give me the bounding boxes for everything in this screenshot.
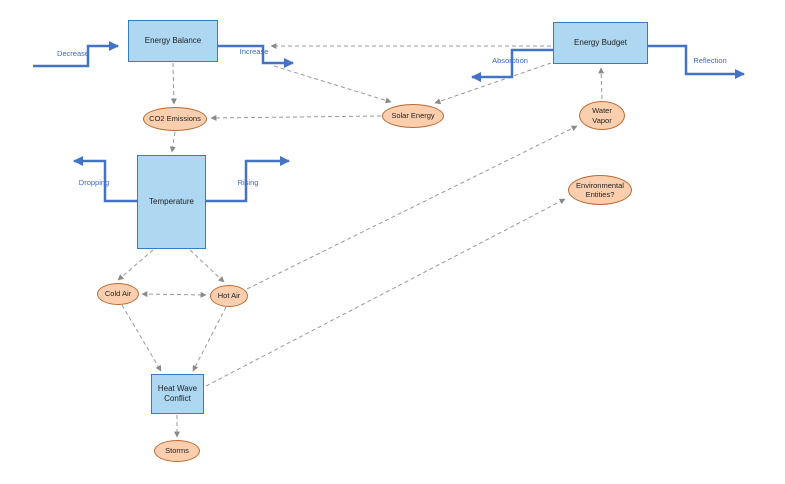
connector-hot-air-to-heat-wave-conflict[interactable] — [192, 306, 227, 372]
flow-arrow-dropping[interactable] — [73, 156, 137, 203]
flow-label-rising: Rising — [237, 178, 259, 187]
node-storms[interactable]: Storms — [154, 440, 200, 462]
flow-arrow-reflection[interactable] — [648, 44, 745, 79]
connector-solar-energy-to-co2-emissions[interactable] — [210, 114, 382, 121]
node-co2-emissions[interactable]: CO2 Emissions — [143, 107, 207, 131]
flow-label-decrease: Decrease — [56, 49, 90, 58]
connector-cold-air-to-heat-wave-conflict[interactable] — [121, 304, 162, 372]
flow-arrow-rising[interactable] — [206, 156, 290, 203]
connector-heat-wave-conflict-to-environmental-entities[interactable] — [205, 198, 566, 387]
connector-temperature-to-hot-air[interactable] — [189, 249, 225, 283]
node-energy-budget-label: Energy Budget — [574, 38, 627, 47]
connector-water-vapor-to-energy-budget[interactable] — [598, 67, 605, 100]
connector-cold-air-hot-air[interactable] — [141, 291, 207, 298]
node-water-vapor[interactable]: Water Vapor — [579, 101, 625, 130]
node-temperature-label: Temperature — [149, 197, 194, 206]
flow-label-dropping: Dropping — [78, 178, 110, 187]
flow-arrow-increase[interactable] — [218, 44, 294, 68]
node-hot-air-label: Hot Air — [217, 291, 241, 301]
node-environmental-entities-label: Environmental Entities? — [576, 180, 624, 199]
connector-energy-balance-to-co2-emissions[interactable] — [170, 62, 177, 105]
node-heat-wave-conflict-label: Heat Wave Conflict — [157, 384, 198, 403]
node-heat-wave-conflict[interactable]: Heat Wave Conflict — [151, 374, 204, 414]
node-energy-budget[interactable]: Energy Budget — [553, 22, 648, 64]
node-energy-balance-label: Energy Balance — [144, 36, 202, 45]
flow-arrow-decrease[interactable] — [33, 41, 119, 68]
node-energy-balance[interactable]: Energy Balance — [128, 20, 218, 62]
connector-hot-air-to-water-vapor[interactable] — [246, 125, 578, 290]
flow-arrow-absorption[interactable] — [471, 48, 553, 82]
node-cold-air-label: Cold Air — [104, 289, 132, 299]
node-storms-label: Storms — [165, 446, 189, 456]
node-water-vapor-label: Water Vapor — [592, 106, 612, 125]
connector-co2-emissions-to-temperature[interactable] — [169, 131, 176, 153]
flow-label-reflection: Reflection — [693, 56, 727, 65]
connector-energy-budget-to-solar-energy[interactable] — [434, 62, 552, 105]
node-co2-emissions-label: CO2 Emissions — [149, 114, 201, 124]
connector-increase-to-solar-energy[interactable] — [273, 65, 392, 104]
flow-label-absorption: Absorption — [492, 56, 528, 65]
node-solar-energy-label: Solar Energy — [391, 111, 435, 121]
connector-temperature-to-cold-air[interactable] — [117, 249, 154, 281]
node-temperature[interactable]: Temperature — [137, 155, 206, 249]
node-cold-air[interactable]: Cold Air — [97, 283, 139, 305]
flow-label-increase: Increase — [239, 47, 269, 56]
node-solar-energy[interactable]: Solar Energy — [382, 104, 444, 128]
node-environmental-entities[interactable]: Environmental Entities? — [568, 175, 632, 205]
node-hot-air[interactable]: Hot Air — [210, 285, 248, 307]
